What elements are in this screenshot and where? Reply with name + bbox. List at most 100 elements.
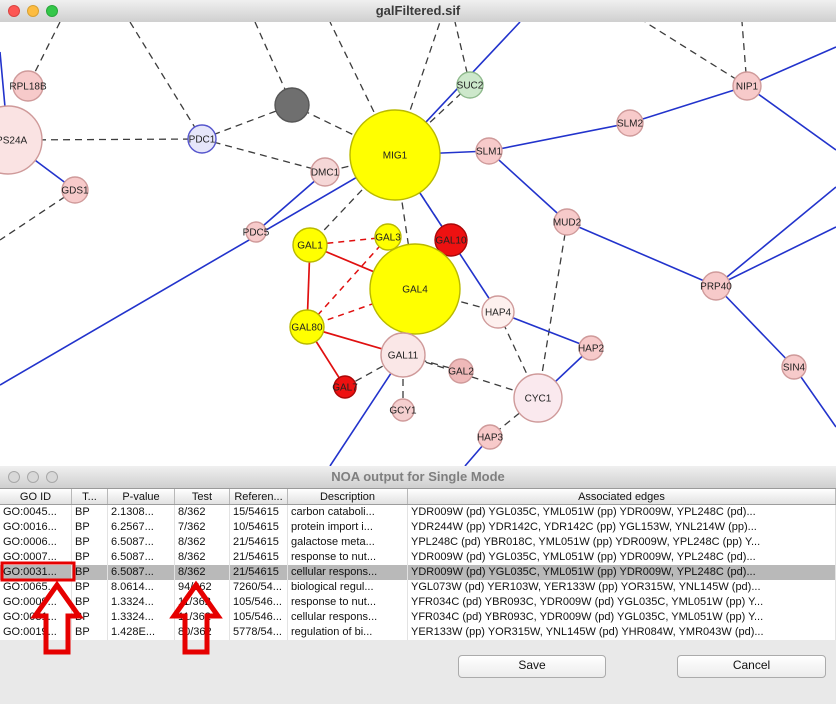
table-cell[interactable]: 7/362 xyxy=(175,520,230,535)
column-header-5[interactable]: Referen... xyxy=(230,489,288,504)
table-cell[interactable]: 8/362 xyxy=(175,505,230,520)
network-window-titlebar[interactable]: galFiltered.sif xyxy=(0,0,836,23)
minimize-button[interactable] xyxy=(27,471,39,483)
table-cell[interactable]: BP xyxy=(72,550,108,565)
cancel-button[interactable]: Cancel xyxy=(677,655,826,678)
column-header-3[interactable]: P-value xyxy=(108,489,175,504)
table-cell[interactable]: BP xyxy=(72,625,108,640)
table-cell[interactable]: 6.2567... xyxy=(108,520,175,535)
noa-window-titlebar[interactable]: NOA output for Single Mode xyxy=(0,466,836,489)
table-cell[interactable]: 1.428E... xyxy=(108,625,175,640)
table-cell[interactable]: 6.5087... xyxy=(108,535,175,550)
network-node-gal80[interactable] xyxy=(289,309,325,345)
table-cell[interactable]: 8.0614... xyxy=(108,580,175,595)
table-cell[interactable]: YFR034C (pd) YBR093C, YDR009W (pd) YGL03… xyxy=(408,595,836,610)
network-node-suc2[interactable] xyxy=(456,71,484,99)
network-node-gal3[interactable] xyxy=(374,223,402,251)
table-cell[interactable]: 1.3324... xyxy=(108,595,175,610)
table-cell[interactable]: 11/362 xyxy=(175,595,230,610)
table-cell[interactable]: GO:0065... xyxy=(0,580,72,595)
table-cell[interactable]: GO:0009... xyxy=(0,595,72,610)
table-cell[interactable]: GO:0016... xyxy=(0,520,72,535)
column-header-2[interactable]: T... xyxy=(72,489,108,504)
table-cell[interactable]: BP xyxy=(72,505,108,520)
table-cell[interactable]: YDR009W (pd) YGL035C, YML051W (pp) YDR00… xyxy=(408,550,836,565)
network-node-pdc1[interactable] xyxy=(187,124,217,154)
network-node-gal10[interactable] xyxy=(434,223,468,257)
network-node-sin4[interactable] xyxy=(781,354,807,380)
column-header-4[interactable]: Test xyxy=(175,489,230,504)
table-cell[interactable]: carbon cataboli... xyxy=(288,505,408,520)
table-cell[interactable]: cellular respons... xyxy=(288,565,408,580)
network-node-hap4[interactable] xyxy=(481,295,515,329)
table-cell[interactable]: YDR244W (pp) YDR142C, YDR142C (pp) YGL15… xyxy=(408,520,836,535)
network-node-cyc1[interactable] xyxy=(513,373,563,423)
table-cell[interactable]: GO:0019... xyxy=(0,625,72,640)
table-cell[interactable]: 5778/54... xyxy=(230,625,288,640)
minimize-button[interactable] xyxy=(27,5,39,17)
table-cell[interactable]: BP xyxy=(72,520,108,535)
table-cell[interactable]: 94/362 xyxy=(175,580,230,595)
table-cell[interactable]: galactose meta... xyxy=(288,535,408,550)
network-node-rps24a[interactable] xyxy=(0,105,43,175)
table-cell[interactable]: YFR034C (pd) YBR093C, YDR009W (pd) YGL03… xyxy=(408,610,836,625)
close-button[interactable] xyxy=(8,5,20,17)
table-cell[interactable]: 80/362 xyxy=(175,625,230,640)
network-node-slm1[interactable] xyxy=(475,137,503,165)
table-cell[interactable]: 7260/54... xyxy=(230,580,288,595)
table-cell[interactable]: 105/546... xyxy=(230,610,288,625)
network-node-gal7[interactable] xyxy=(333,375,357,399)
network-node-prp40[interactable] xyxy=(701,271,731,301)
table-cell[interactable]: BP xyxy=(72,565,108,580)
save-button[interactable]: Save xyxy=(458,655,606,678)
table-cell[interactable]: GO:0031... xyxy=(0,565,72,580)
network-node-nip1[interactable] xyxy=(732,71,762,101)
zoom-button[interactable] xyxy=(46,471,58,483)
network-node-gds1[interactable] xyxy=(61,176,89,204)
table-cell[interactable]: BP xyxy=(72,595,108,610)
close-button[interactable] xyxy=(8,471,20,483)
network-node-unlabeled[interactable] xyxy=(274,87,310,123)
column-header-7[interactable]: Associated edges xyxy=(408,489,836,504)
table-cell[interactable]: 105/546... xyxy=(230,595,288,610)
network-node-dmc1[interactable] xyxy=(310,157,340,187)
table-cell[interactable]: GO:0007... xyxy=(0,550,72,565)
table-cell[interactable]: YDR009W (pd) YGL035C, YML051W (pp) YDR00… xyxy=(408,505,836,520)
table-cell[interactable]: cellular respons... xyxy=(288,610,408,625)
network-canvas[interactable]: RPL18BRPS24APDC1GDS1MIG1SUC2SLM1SLM2NIP1… xyxy=(0,22,836,466)
network-node-gal4[interactable] xyxy=(369,243,461,335)
table-cell[interactable]: 10/54615 xyxy=(230,520,288,535)
table-cell[interactable]: biological regul... xyxy=(288,580,408,595)
network-node-rpl18b[interactable] xyxy=(12,70,44,102)
table-cell[interactable]: 8/362 xyxy=(175,535,230,550)
table-cell[interactable]: 8/362 xyxy=(175,565,230,580)
network-node-hap2[interactable] xyxy=(578,335,604,361)
table-cell[interactable]: 11/362 xyxy=(175,610,230,625)
table-cell[interactable]: 21/54615 xyxy=(230,550,288,565)
table-cell[interactable]: YGL073W (pd) YER103W, YER133W (pp) YOR31… xyxy=(408,580,836,595)
table-cell[interactable]: YER133W (pp) YOR315W, YNL145W (pd) YHR08… xyxy=(408,625,836,640)
zoom-button[interactable] xyxy=(46,5,58,17)
network-node-gcy1[interactable] xyxy=(391,398,415,422)
network-node-gal1[interactable] xyxy=(292,227,328,263)
table-cell[interactable]: YDR009W (pd) YGL035C, YML051W (pp) YDR00… xyxy=(408,565,836,580)
table-cell[interactable]: BP xyxy=(72,535,108,550)
network-node-mig1[interactable] xyxy=(349,109,441,201)
table-cell[interactable]: 21/54615 xyxy=(230,535,288,550)
network-node-mud2[interactable] xyxy=(553,208,581,236)
table-cell[interactable]: protein import i... xyxy=(288,520,408,535)
column-header-1[interactable]: GO ID xyxy=(0,489,72,504)
table-cell[interactable]: 6.5087... xyxy=(108,550,175,565)
table-cell[interactable]: 8/362 xyxy=(175,550,230,565)
table-cell[interactable]: GO:0045... xyxy=(0,505,72,520)
network-node-slm2[interactable] xyxy=(616,109,644,137)
table-cell[interactable]: response to nut... xyxy=(288,595,408,610)
